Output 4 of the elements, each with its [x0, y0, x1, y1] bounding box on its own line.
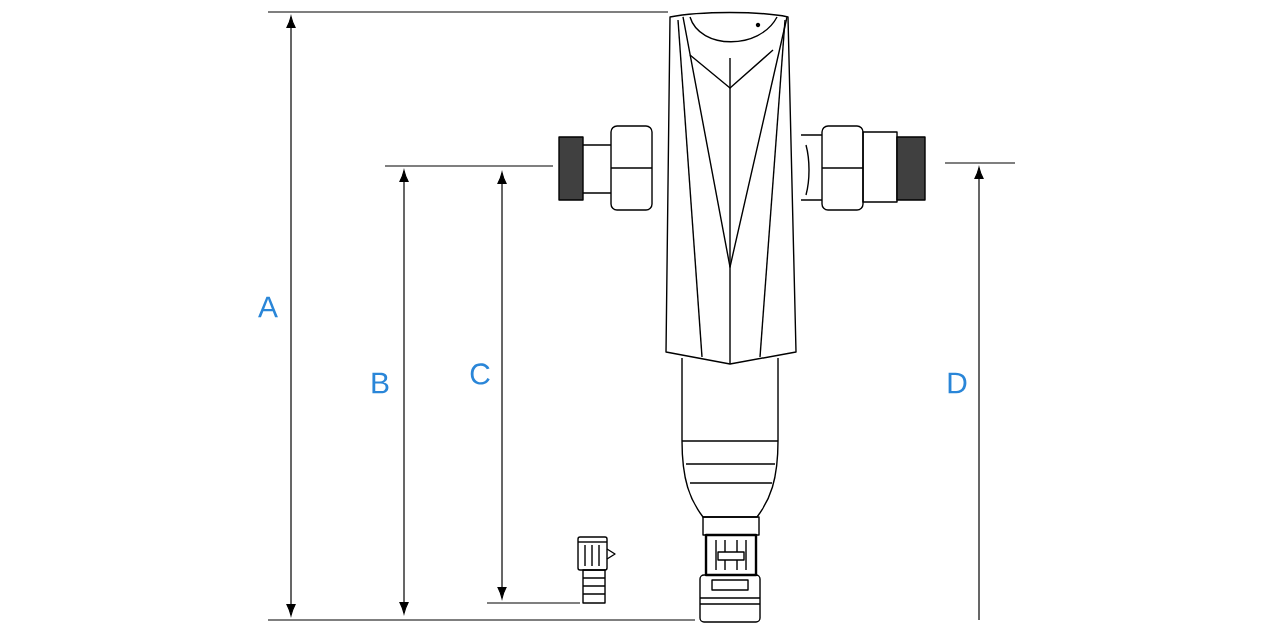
dimension-label: B	[372, 372, 389, 394]
dimension-label: D	[948, 372, 967, 394]
dimension-label: A	[258, 296, 278, 318]
dimension-label: C	[470, 363, 490, 385]
